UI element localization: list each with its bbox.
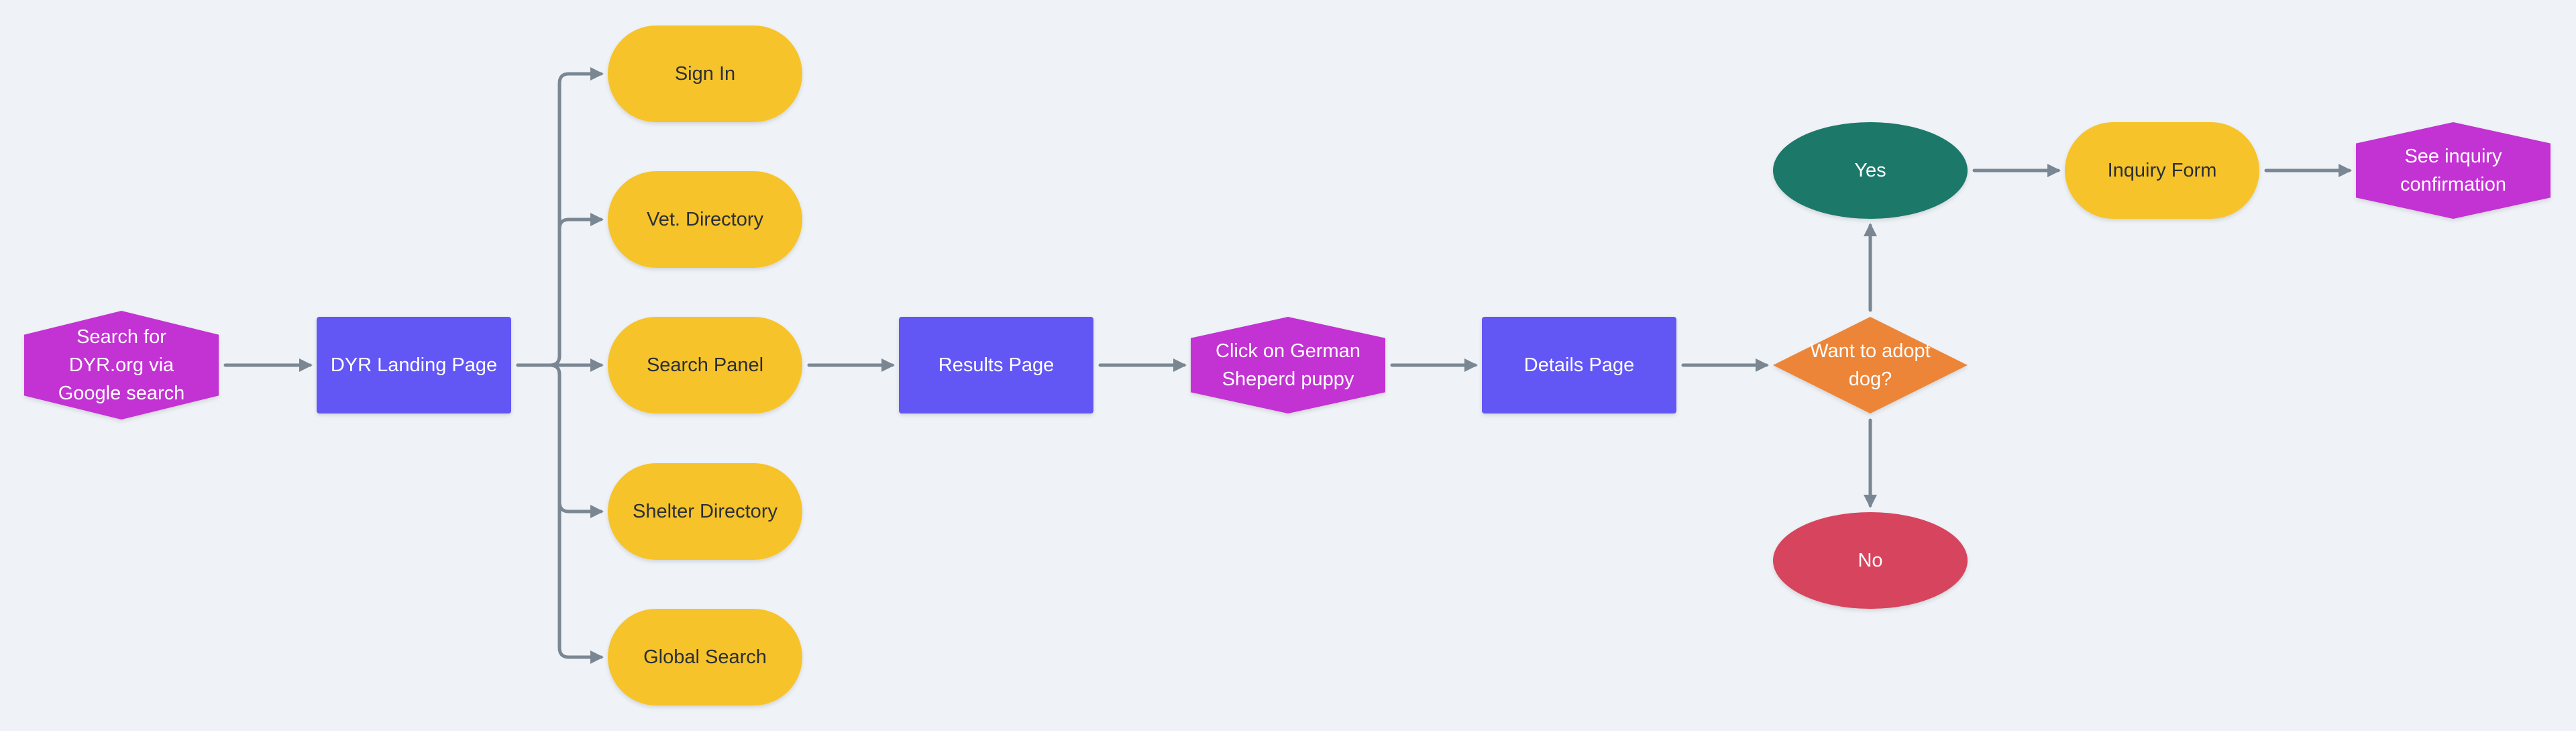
- node-sign-in: Sign In: [608, 26, 802, 122]
- node-search-panel: Search Panel: [608, 317, 802, 413]
- node-landing-page: DYR Landing Page: [317, 317, 511, 413]
- search-google-label-line-1: Search for: [76, 326, 166, 348]
- search-google-label-line-2: DYR.org via: [69, 354, 174, 376]
- sign-in-label-line-1: Sign In: [675, 63, 735, 85]
- yes-label-line-1: Yes: [1854, 160, 1886, 181]
- results-page-shape: [899, 317, 1093, 413]
- connector-landing-page-to-vet-directory: [516, 213, 604, 367]
- connectors-layer: [223, 67, 2352, 664]
- node-shelter-directory: Shelter Directory: [608, 463, 802, 560]
- node-want-to-adopt: Want to adopt dog?: [1773, 317, 1968, 413]
- global-search-shape: [608, 609, 802, 705]
- inquiry-form-label-line-1: Inquiry Form: [2108, 160, 2217, 181]
- search-google-label-line-3: Google search: [58, 383, 185, 404]
- inquiry-confirmation-label-line-1: See inquiry: [2404, 146, 2502, 167]
- node-inquiry-confirmation: See inquiry confirmation: [2356, 122, 2551, 219]
- want-to-adopt-label-line-1: Want to adopt: [1810, 340, 1930, 362]
- connector-landing-page-to-global-search: [516, 363, 604, 664]
- node-vet-directory: Vet. Directory: [608, 171, 802, 268]
- results-page-label-line-1: Results Page: [938, 354, 1055, 376]
- shelter-directory-label-line-1: Shelter Directory: [633, 501, 777, 522]
- vet-directory-label-line-1: Vet. Directory: [647, 209, 764, 230]
- want-to-adopt-shape: [1773, 317, 1968, 413]
- click-puppy-shape: [1191, 317, 1385, 413]
- shelter-directory-shape: [608, 463, 802, 560]
- vet-directory-shape: [608, 171, 802, 268]
- search-panel-shape: [608, 317, 802, 413]
- inquiry-confirmation-label-line-2: confirmation: [2400, 174, 2506, 195]
- global-search-label-line-1: Global Search: [643, 646, 767, 668]
- landing-page-shape: [317, 317, 511, 413]
- search-panel-label-line-1: Search Panel: [647, 354, 763, 376]
- node-global-search: Global Search: [608, 609, 802, 705]
- node-inquiry-form: Inquiry Form: [2065, 122, 2259, 219]
- no-label-line-1: No: [1858, 550, 1882, 571]
- search-google-shape: [24, 311, 219, 420]
- details-page-label-line-1: Details Page: [1524, 354, 1634, 376]
- no-shape: [1773, 512, 1968, 609]
- landing-page-label-line-1: DYR Landing Page: [331, 354, 497, 376]
- click-puppy-label-line-2: Sheperd puppy: [1222, 369, 1354, 390]
- sign-in-shape: [608, 26, 802, 122]
- node-yes: Yes: [1773, 122, 1968, 219]
- want-to-adopt-label-line-2: dog?: [1849, 369, 1892, 390]
- details-page-shape: [1482, 317, 1676, 413]
- node-details-page: Details Page: [1482, 317, 1676, 413]
- inquiry-confirmation-shape: [2356, 122, 2551, 219]
- inquiry-form-shape: [2065, 122, 2259, 219]
- node-no: No: [1773, 512, 1968, 609]
- click-puppy-label-line-1: Click on German: [1216, 340, 1360, 362]
- yes-shape: [1773, 122, 1968, 219]
- node-results-page: Results Page: [899, 317, 1093, 413]
